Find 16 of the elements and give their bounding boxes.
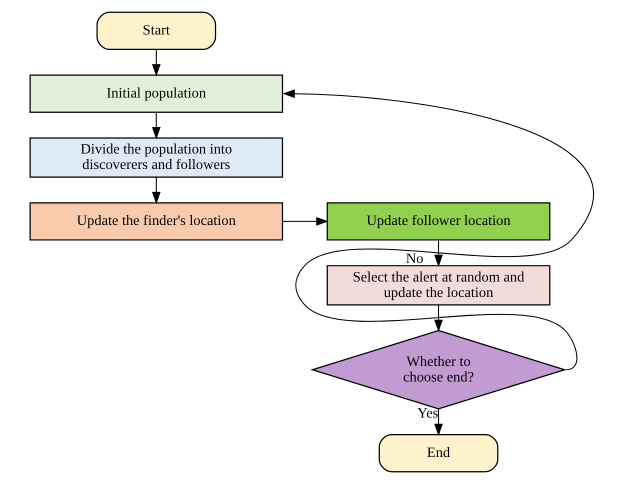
node-box: Update the finder's location: [30, 202, 284, 241]
node-box: Update follower location: [326, 202, 550, 241]
arrow: [282, 89, 594, 370]
arrow: [282, 217, 329, 226]
arrow: [434, 304, 443, 332]
node-box: Select the alert at random and update the location: [326, 265, 550, 306]
arrow: [152, 177, 161, 204]
edge-label: No: [406, 251, 424, 268]
node-box: Divide the population into discoverers and followers: [30, 137, 284, 178]
node-box: Initial population: [30, 74, 284, 113]
node-box: Start: [96, 12, 216, 50]
node-box: End: [378, 434, 498, 472]
arrow: [152, 112, 161, 140]
arrow: [434, 240, 443, 268]
arrow: [152, 49, 161, 76]
arrow: [434, 409, 443, 436]
